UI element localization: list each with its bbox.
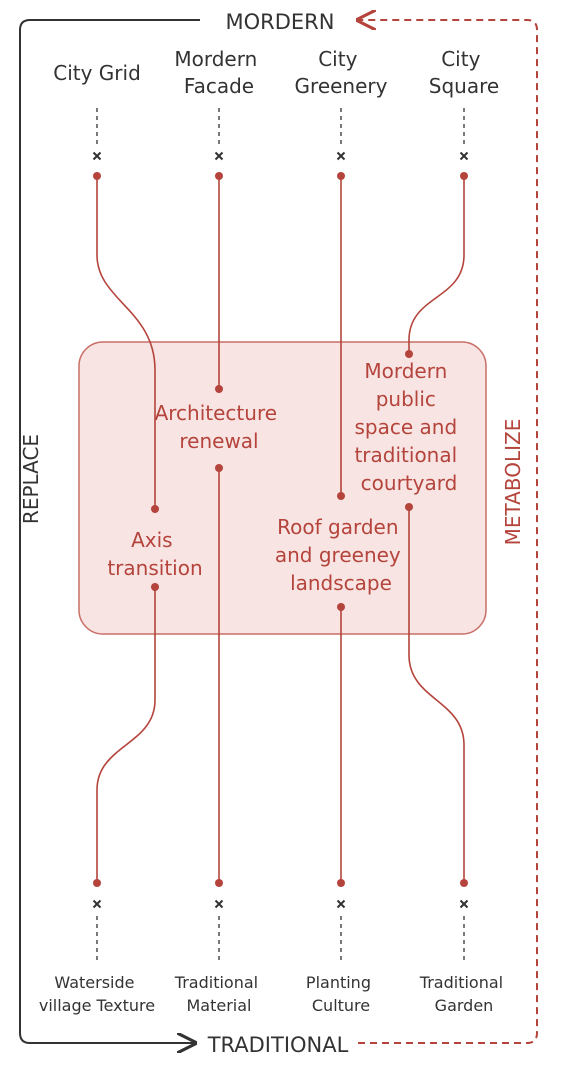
dot xyxy=(337,172,345,180)
x-marker xyxy=(92,899,102,909)
traditional-frame-label: TRADITIONAL xyxy=(207,1033,349,1057)
flow-axis-to-waterside xyxy=(96,587,156,883)
dot xyxy=(151,583,159,591)
metabolize-frame-line xyxy=(358,20,538,1044)
x-marker xyxy=(214,899,224,909)
traditional-item-material: Traditional Material xyxy=(174,973,263,1015)
outcome-public-space: Mordern public space and traditional cou… xyxy=(354,359,463,495)
traditional-item-waterside: Waterside village Texture xyxy=(39,973,155,1015)
outcome-roof-garden: Roof garden and greeney landscape xyxy=(275,515,407,595)
mordern-frame-label: MORDERN xyxy=(226,10,335,34)
flow-city-grid-to-axis xyxy=(96,176,156,509)
dot xyxy=(337,879,345,887)
top-stub-3 xyxy=(336,108,346,161)
traditional-flow-lines xyxy=(96,468,465,883)
dot xyxy=(215,879,223,887)
dot xyxy=(337,492,345,500)
dot xyxy=(151,505,159,513)
x-marker xyxy=(336,899,346,909)
flow-dots xyxy=(93,172,468,887)
metabolize-side-label: METABOLIZE xyxy=(501,419,525,546)
x-marker xyxy=(214,151,224,161)
bottom-stub-2 xyxy=(214,899,224,960)
x-marker xyxy=(459,899,469,909)
top-stub-4 xyxy=(459,108,469,161)
dot xyxy=(405,503,413,511)
bottom-connectors xyxy=(92,899,469,960)
outcome-axis-transition: Axis transition xyxy=(107,528,202,580)
replace-side-label: REPLACE xyxy=(19,434,43,524)
flow-public-space-to-garden xyxy=(408,507,465,883)
top-connectors xyxy=(92,108,469,161)
modern-item-mordern-facade: Mordern Facade xyxy=(174,47,263,98)
modern-labels: City Grid Mordern Facade City Greenery C… xyxy=(53,47,499,98)
dot xyxy=(460,172,468,180)
x-marker xyxy=(92,151,102,161)
bottom-stub-4 xyxy=(459,899,469,960)
x-marker xyxy=(459,151,469,161)
dot xyxy=(93,172,101,180)
x-marker xyxy=(336,151,346,161)
dot xyxy=(460,879,468,887)
bottom-stub-3 xyxy=(336,899,346,960)
outcome-architecture-renewal: Architecture renewal xyxy=(155,401,284,453)
modern-item-city-greenery: City Greenery xyxy=(295,47,388,98)
modern-item-city-square: City Square xyxy=(429,47,499,98)
outcome-labels: Axis transition Architecture renewal Roo… xyxy=(107,359,463,595)
dot xyxy=(405,350,413,358)
modern-item-city-grid: City Grid xyxy=(53,61,141,85)
dot xyxy=(93,879,101,887)
dot xyxy=(337,603,345,611)
top-stub-1 xyxy=(92,108,102,161)
bottom-stub-1 xyxy=(92,899,102,960)
flow-square-to-public-space xyxy=(408,176,465,354)
traditional-item-planting: Planting Culture xyxy=(306,973,376,1015)
modern-flow-lines xyxy=(96,176,465,509)
outcome-box xyxy=(78,341,487,635)
traditional-item-garden: Traditional Garden xyxy=(419,973,508,1015)
dot xyxy=(215,385,223,393)
dot xyxy=(215,464,223,472)
replace-frame-line xyxy=(19,19,200,1043)
top-stub-2 xyxy=(214,108,224,161)
traditional-labels: Waterside village Texture Traditional Ma… xyxy=(39,973,508,1015)
dot xyxy=(215,172,223,180)
